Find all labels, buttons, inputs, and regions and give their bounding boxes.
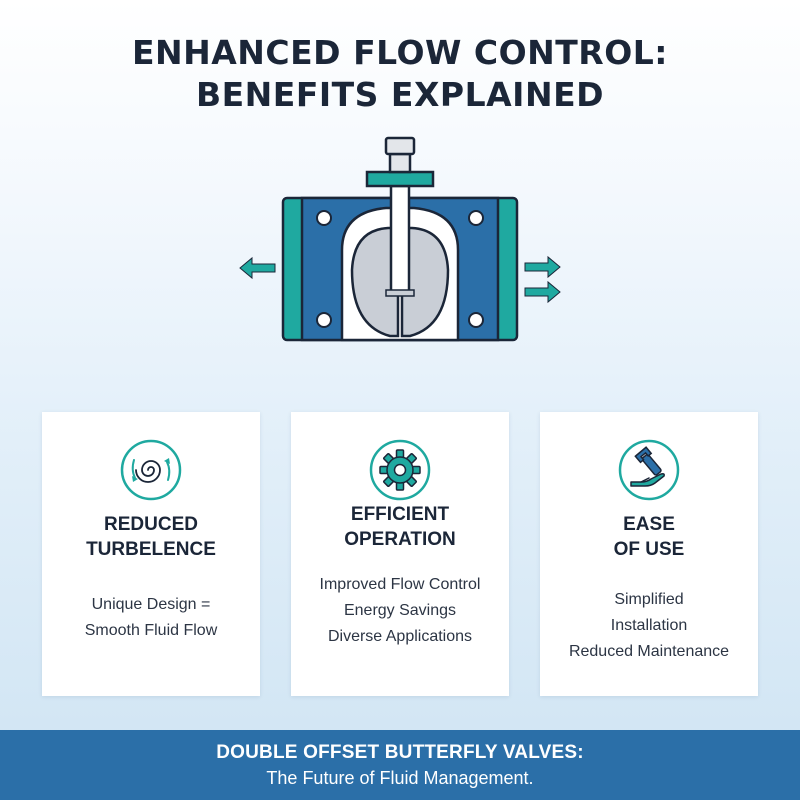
- butterfly-valve-diagram: [239, 136, 561, 342]
- flow-arrow-left-icon: [239, 256, 276, 280]
- footer-title: DOUBLE OFFSET BUTTERFLY VALVES:: [216, 742, 584, 763]
- gear-icon: [368, 438, 432, 502]
- footer-banner: DOUBLE OFFSET BUTTERFLY VALVES: The Futu…: [0, 730, 800, 800]
- card-reduced-turbulence: REDUCED TURBELENCE Unique Design = Smoot…: [42, 412, 260, 696]
- card-efficient-operation: EFFICIENT OPERATION Improved Flow Contro…: [291, 412, 509, 696]
- card-body-line: Diverse Applications: [327, 628, 473, 645]
- card-heading-line-1: REDUCED: [104, 514, 198, 535]
- card-body-line: Energy Savings: [343, 602, 457, 619]
- card-body-line: Simplified: [614, 591, 684, 608]
- flow-arrow-right-icon: [524, 255, 561, 304]
- card-heading-line-2: OPERATION: [344, 529, 456, 550]
- card-heading: EASE OF USE: [540, 512, 758, 562]
- card-heading-line-2: TURBELENCE: [86, 539, 216, 560]
- card-body-line: Improved Flow Control: [319, 576, 481, 593]
- page-title: ENHANCED FLOW CONTROL: BENEFITS EXPLAINE…: [0, 32, 800, 116]
- card-body-line: Unique Design =: [91, 596, 211, 613]
- card-body: Simplified Installation Reduced Maintena…: [540, 587, 758, 665]
- card-body-line: Installation: [610, 617, 688, 634]
- card-heading: REDUCED TURBELENCE: [42, 512, 260, 562]
- card-heading-line-2: OF USE: [613, 539, 685, 560]
- card-heading-line-1: EASE: [623, 514, 675, 535]
- card-heading-line-1: EFFICIENT: [350, 504, 450, 525]
- wrench-hand-icon: [617, 438, 681, 502]
- card-body: Unique Design = Smooth Fluid Flow: [42, 592, 260, 644]
- card-ease-of-use: EASE OF USE Simplified Installation Redu…: [540, 412, 758, 696]
- title-line-1: ENHANCED FLOW CONTROL:: [131, 33, 668, 72]
- card-body-line: Reduced Maintenance: [568, 643, 730, 660]
- swirl-flow-icon: [119, 438, 183, 502]
- footer-subtitle: The Future of Fluid Management.: [266, 768, 534, 788]
- card-heading: EFFICIENT OPERATION: [291, 502, 509, 552]
- card-body-line: Smooth Fluid Flow: [84, 622, 218, 639]
- card-body: Improved Flow Control Energy Savings Div…: [291, 572, 509, 650]
- title-line-2: BENEFITS EXPLAINED: [195, 75, 604, 114]
